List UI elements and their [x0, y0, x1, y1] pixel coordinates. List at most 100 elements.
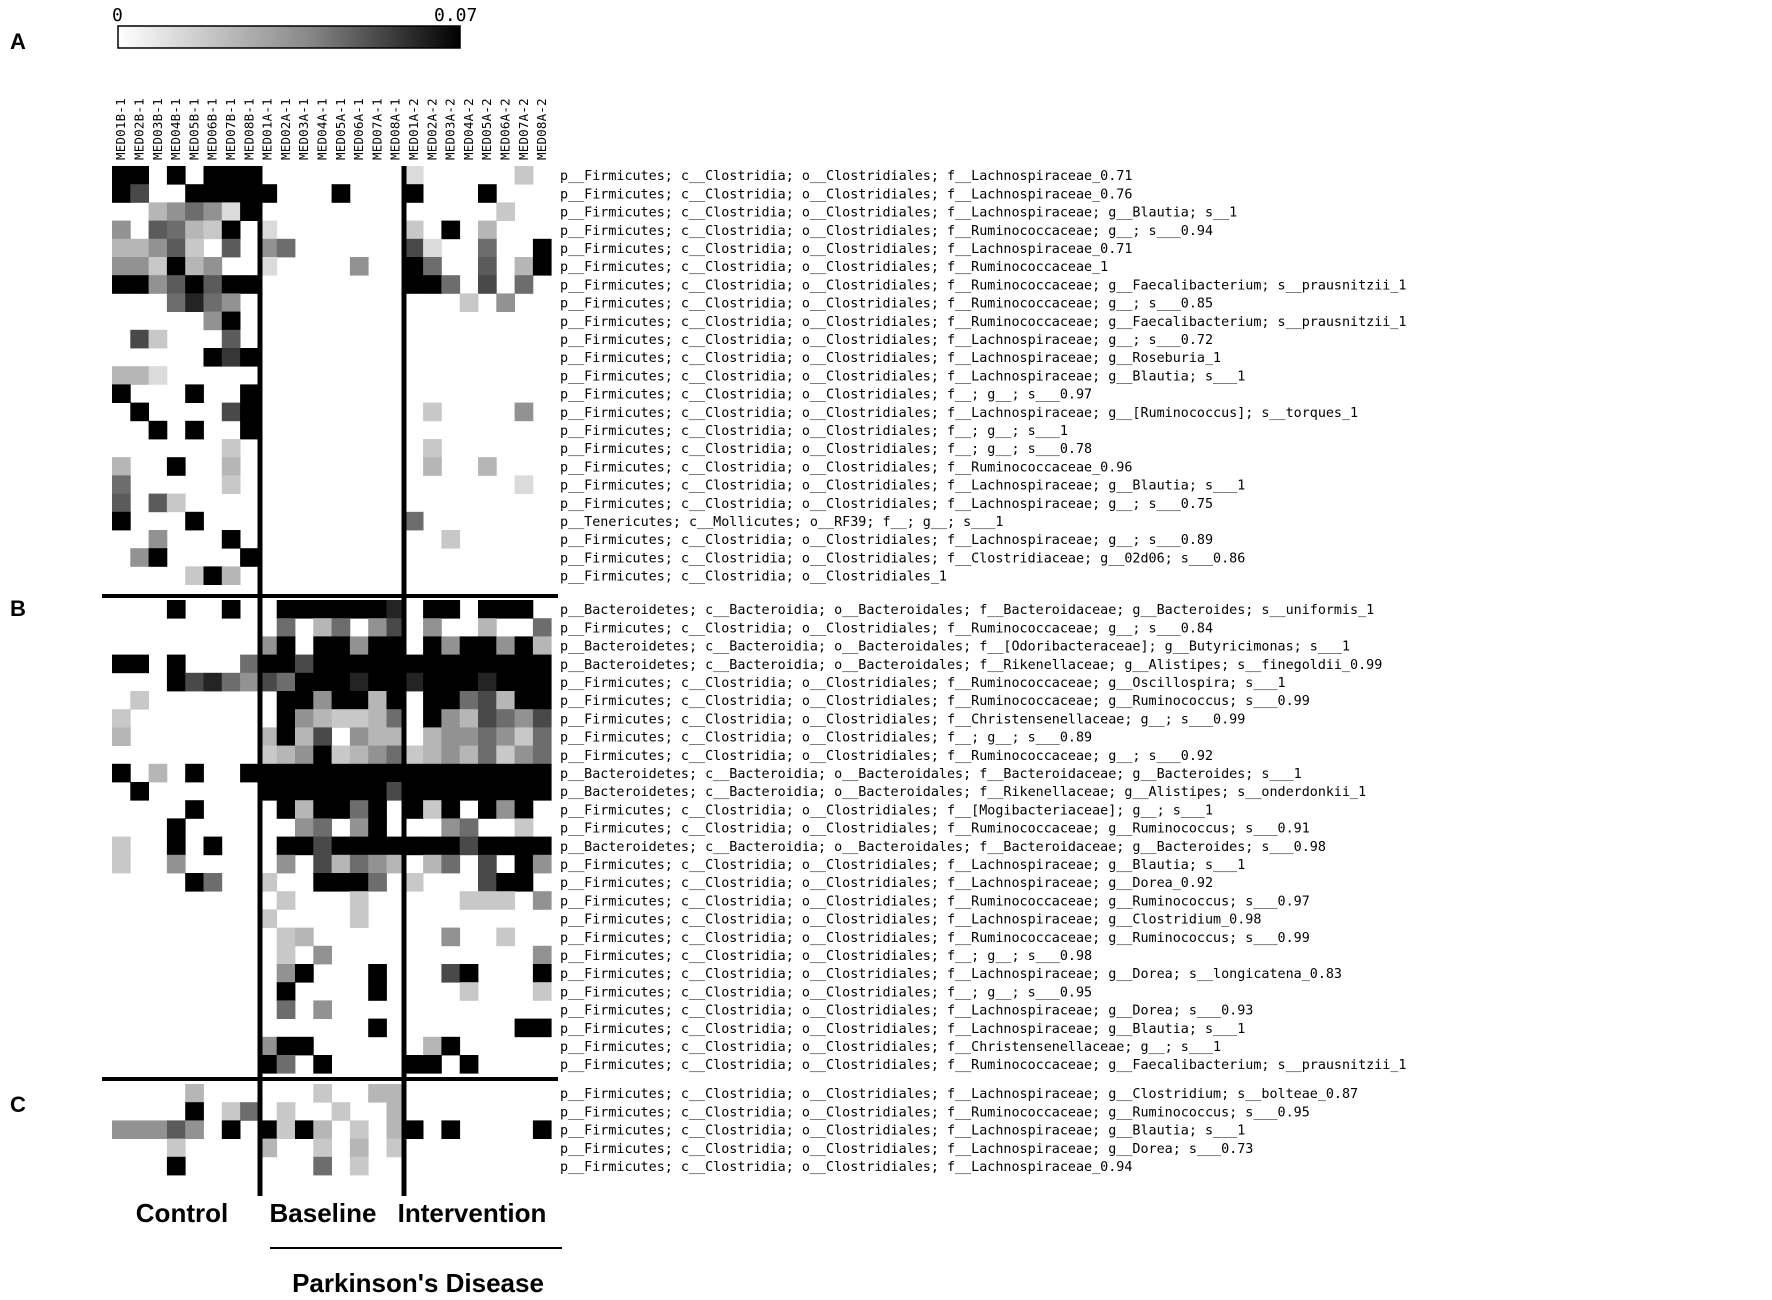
- heatmap-cell: [295, 709, 314, 728]
- heatmap-cell: [368, 763, 387, 783]
- heatmap-cell: [240, 420, 259, 440]
- heatmap-cell: [130, 329, 149, 349]
- heatmap-cell: [441, 763, 461, 783]
- heatmap-cell: [130, 366, 149, 385]
- heatmap-cell: [441, 818, 461, 837]
- heatmap-cell: [368, 691, 387, 710]
- heatmap-cell: [130, 275, 149, 294]
- heatmap-cell: [313, 854, 332, 874]
- heatmap-cell: [240, 384, 259, 403]
- heatmap-cell: [331, 709, 351, 728]
- heatmap-cell: [514, 402, 534, 422]
- heatmap-cell: [514, 745, 534, 765]
- heatmap-cell: [496, 709, 515, 728]
- heatmap-cell: [276, 891, 296, 910]
- heatmap-cell: [496, 836, 515, 856]
- heatmap-cell: [276, 927, 296, 947]
- heatmap-cell: [441, 1120, 461, 1139]
- heatmap-cell: [368, 854, 387, 874]
- heatmap-cell: [514, 257, 534, 276]
- heatmap-cell: [404, 654, 424, 674]
- heatmap-cell: [478, 275, 497, 294]
- heatmap-cell: [386, 836, 406, 856]
- row-label: p__Firmicutes; c__Clostridia; o__Clostri…: [560, 333, 1213, 348]
- heatmap-cell: [532, 1120, 552, 1139]
- heatmap-cell: [166, 654, 186, 674]
- heatmap-cell: [203, 166, 223, 185]
- heatmap-cell: [441, 836, 461, 856]
- heatmap-cell: [130, 548, 149, 567]
- heatmap-cell: [166, 854, 186, 874]
- column-label: MED05B-1: [186, 98, 201, 160]
- heatmap-cell: [423, 1055, 442, 1074]
- column-label: MED04B-1: [168, 98, 183, 160]
- heatmap-cell: [496, 782, 515, 801]
- heatmap-cell: [404, 763, 424, 783]
- heatmap-cell: [112, 475, 131, 494]
- heatmap-cell: [459, 782, 479, 801]
- heatmap-cell: [478, 709, 497, 728]
- heatmap-cell: [423, 782, 442, 801]
- heatmap-cell: [349, 909, 369, 928]
- heatmap-cell: [349, 654, 369, 674]
- heatmap-cell: [276, 1036, 296, 1056]
- heatmap-cell: [276, 691, 296, 710]
- row-label: p__Bacteroidetes; c__Bacteroidia; o__Bac…: [560, 640, 1350, 655]
- heatmap-cell: [203, 293, 223, 312]
- row-label: p__Firmicutes; c__Clostridia; o__Clostri…: [560, 913, 1261, 928]
- heatmap-cell: [478, 457, 497, 476]
- row-label: p__Firmicutes; c__Clostridia; o__Clostri…: [560, 533, 1213, 548]
- heatmap-cell: [514, 475, 534, 494]
- heatmap-cell: [368, 636, 387, 655]
- heatmap-cell: [386, 1084, 406, 1103]
- column-label: MED01B-1: [113, 98, 128, 160]
- heatmap-cell: [459, 636, 479, 655]
- heatmap-cell: [166, 836, 186, 856]
- heatmap-cell: [478, 220, 497, 240]
- heatmap-cell: [203, 275, 223, 294]
- row-label: p__Firmicutes; c__Clostridia; o__Clostri…: [560, 967, 1342, 982]
- heatmap-cell: [295, 1036, 314, 1056]
- heatmap-cell: [258, 782, 278, 801]
- heatmap-cell: [349, 672, 369, 692]
- heatmap-cell: [240, 654, 259, 674]
- heatmap-cell: [185, 800, 204, 819]
- heatmap-cell: [112, 1120, 131, 1139]
- heatmap-cell: [514, 800, 534, 819]
- column-label: MED05A-2: [479, 98, 494, 160]
- heatmap-cell: [514, 763, 534, 783]
- row-label: p__Bacteroidetes; c__Bacteroidia; o__Bac…: [560, 785, 1366, 800]
- heatmap-cell: [203, 184, 223, 203]
- row-label: p__Firmicutes; c__Clostridia; o__Clostri…: [560, 731, 1092, 746]
- heatmap-cell: [313, 873, 332, 892]
- heatmap-cell: [423, 257, 442, 276]
- heatmap-cell: [496, 600, 515, 619]
- heatmap-cell: [185, 238, 204, 258]
- heatmap-cell: [423, 763, 442, 783]
- heatmap-cell: [166, 672, 186, 692]
- heatmap-cell: [313, 836, 332, 856]
- heatmap-cell: [532, 654, 552, 674]
- heatmap-cell: [478, 782, 497, 801]
- heatmap-cell: [423, 457, 442, 476]
- heatmap-cell: [166, 202, 186, 221]
- color-scale-min-label: 0: [112, 5, 123, 26]
- heatmap-cell: [478, 238, 497, 258]
- heatmap-cell: [532, 763, 552, 783]
- heatmap-cell: [459, 293, 479, 312]
- row-label: p__Firmicutes; c__Clostridia; o__Clostri…: [560, 1105, 1310, 1120]
- heatmap-cell: [166, 257, 186, 276]
- heatmap-cell: [423, 745, 442, 765]
- heatmap-cell: [532, 618, 552, 637]
- heatmap-cell: [404, 782, 424, 801]
- heatmap-cell: [404, 800, 424, 819]
- color-scale-bar: [117, 25, 461, 49]
- heatmap-cell: [112, 257, 131, 276]
- column-label: MED07B-1: [223, 98, 238, 160]
- heatmap-cell: [496, 691, 515, 710]
- heatmap-cell: [130, 782, 149, 801]
- group-label-intervention: Intervention: [398, 1198, 547, 1228]
- heatmap-cell: [459, 763, 479, 783]
- heatmap-cell: [496, 727, 515, 746]
- row-label: p__Firmicutes; c__Clostridia; o__Clostri…: [560, 278, 1407, 293]
